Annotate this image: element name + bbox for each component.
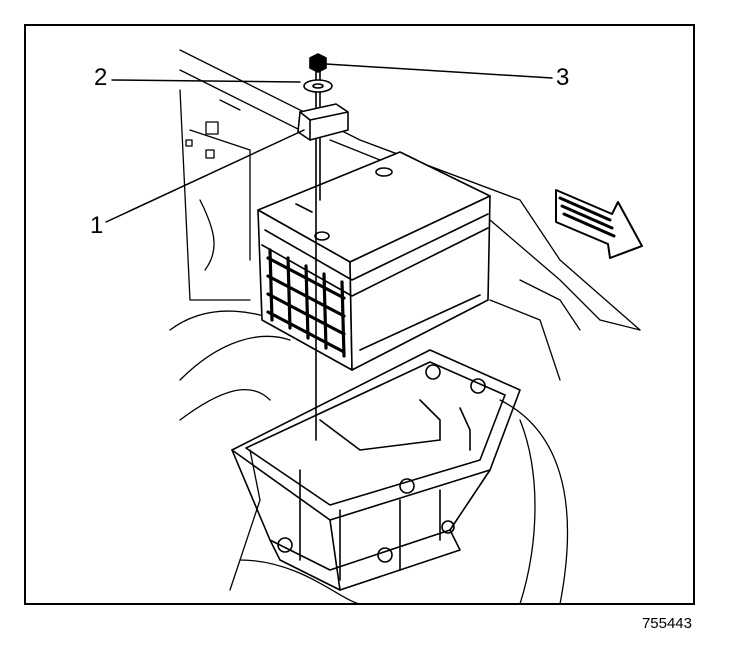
callout-1: 1 — [90, 212, 104, 239]
battery-tray — [231, 349, 521, 591]
battery-label-grid — [266, 248, 346, 358]
leader-lines — [105, 63, 553, 223]
nut — [309, 53, 327, 73]
body-panels — [169, 49, 641, 605]
direction-arrow-icon — [555, 189, 643, 259]
callout-3: 3 — [556, 64, 570, 91]
callout-2: 2 — [94, 64, 108, 91]
battery — [257, 151, 491, 371]
retainer-bracket — [297, 103, 349, 141]
washer — [303, 79, 333, 93]
figure-number: 755443 — [641, 615, 692, 632]
